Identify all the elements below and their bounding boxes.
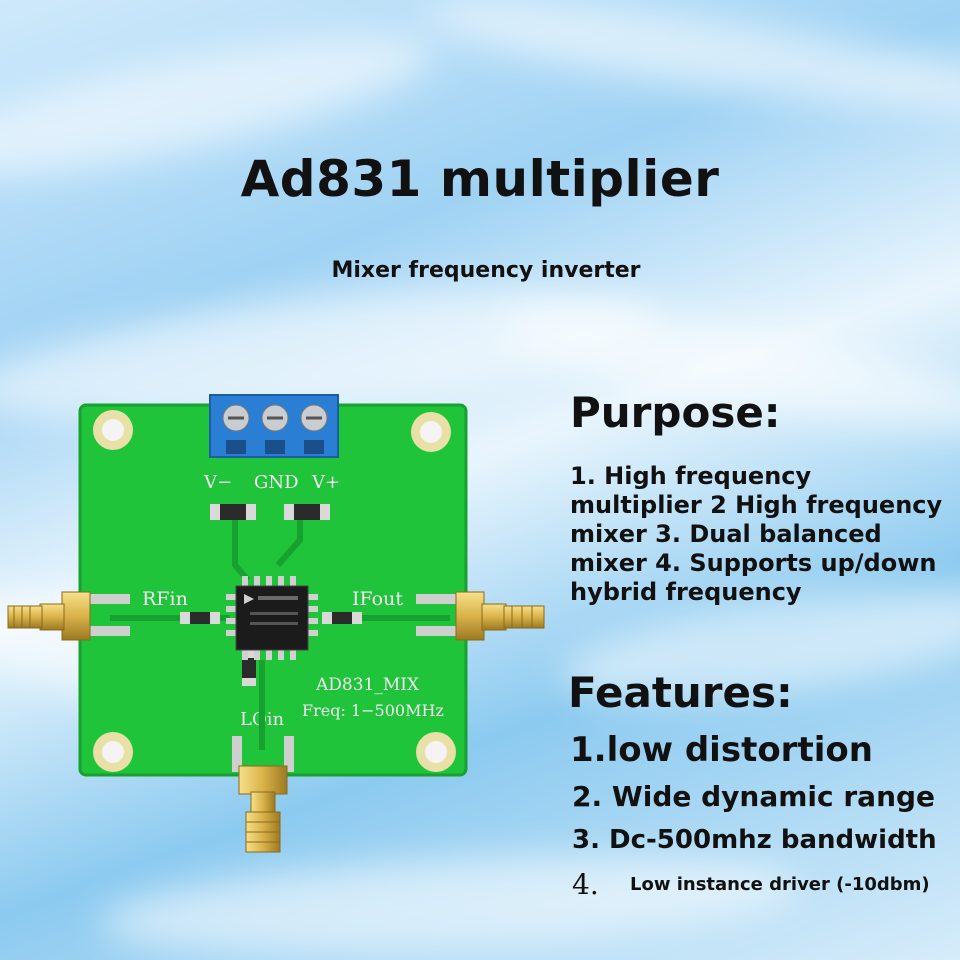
purpose-text: 1. High frequency multiplier 2 High freq…: [570, 462, 943, 606]
smd-capacitor-icon: [284, 504, 330, 520]
label-vminus: V−: [203, 472, 232, 493]
mounting-hole-icon: [416, 732, 456, 772]
sma-connector-ifout-icon: [455, 591, 545, 641]
mounting-hole-icon: [411, 412, 451, 452]
feature-item-number: 4.: [572, 868, 599, 901]
label-model: AD831_MIX: [315, 675, 420, 695]
feature-item: 1.low distortion: [570, 730, 873, 770]
mounting-hole-icon: [93, 410, 133, 450]
mounting-hole-icon: [93, 732, 133, 772]
label-rfin: RFin: [142, 588, 188, 610]
feature-item: 3. Dc-500mhz bandwidth: [572, 825, 937, 855]
feature-item: Low instance driver (-10dbm): [630, 874, 930, 895]
page-title: Ad831 multiplier: [240, 150, 720, 208]
smd-capacitor-icon: [322, 612, 362, 624]
purpose-heading: Purpose:: [570, 388, 781, 437]
sma-connector-rfin-icon: [7, 591, 91, 641]
smd-capacitor-icon: [180, 612, 220, 624]
page-subtitle: Mixer frequency inverter: [331, 258, 641, 283]
label-frequency: Freq: 1−500MHz: [302, 701, 444, 720]
pcb-illustration: V− GND V+ RFin IFout AD831_MIX Freq: 1−5…: [7, 394, 545, 853]
product-board-image: V− GND V+ RFin IFout AD831_MIX Freq: 1−5…: [0, 390, 560, 870]
label-gnd: GND: [254, 472, 299, 493]
smd-capacitor-icon: [210, 504, 256, 520]
sma-connector-loin-icon: [238, 765, 288, 853]
screw-terminal-icon: [209, 394, 339, 458]
features-heading: Features:: [568, 668, 793, 717]
label-ifout: IFout: [352, 588, 403, 610]
feature-item: 2. Wide dynamic range: [572, 780, 936, 813]
label-vplus: V+: [311, 472, 340, 493]
ic-chip-icon: [226, 576, 318, 660]
